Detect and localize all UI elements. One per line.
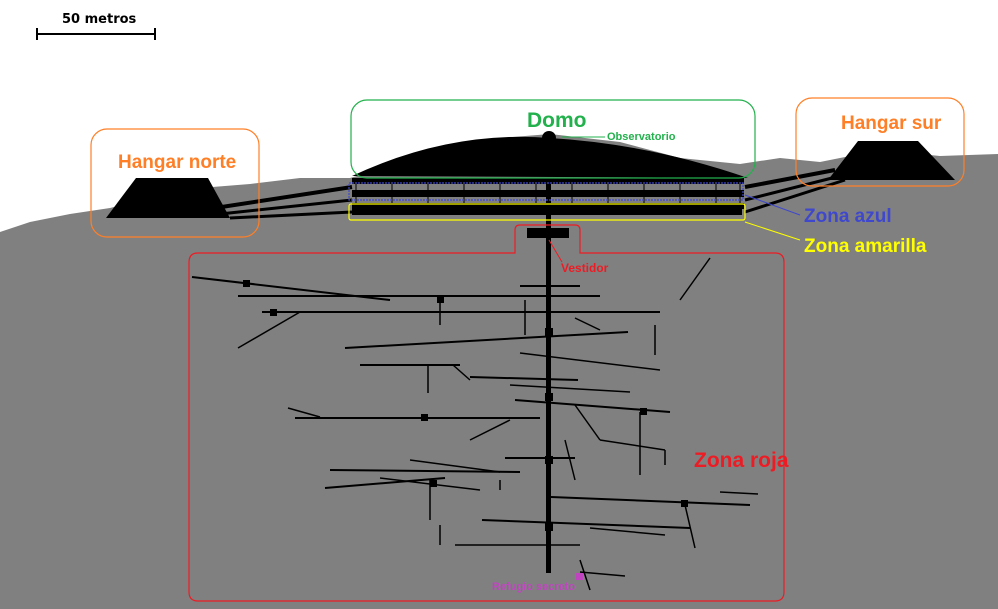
zona-amarilla-outline <box>348 203 746 221</box>
label-domo: Domo <box>527 109 587 132</box>
zona-roja-outline <box>188 224 785 602</box>
label-refugio-secreto: Refugio secreto <box>492 581 575 593</box>
hangar-sur-outline <box>795 97 965 187</box>
domo-outline <box>350 99 756 179</box>
label-hangar-sur: Hangar sur <box>841 113 942 134</box>
label-hangar-norte: Hangar norte <box>118 152 236 173</box>
zona-azul-outline <box>348 182 744 201</box>
label-vestidor: Vestidor <box>561 261 609 275</box>
scale-label: 50 metros <box>62 12 137 27</box>
label-zona-amarilla: Zona amarilla <box>804 236 927 257</box>
observatory-dome <box>542 131 556 145</box>
leader-lines <box>548 136 801 263</box>
hangar-norte-structure <box>106 178 230 218</box>
label-observatorio: Observatorio <box>607 131 676 143</box>
scale-bar <box>36 28 156 40</box>
access-tunnels <box>214 168 846 220</box>
dome-mound <box>352 136 748 178</box>
tunnel-nodes <box>243 280 688 531</box>
main-shaft <box>527 178 569 573</box>
label-zona-roja: Zona roja <box>694 449 789 472</box>
refugio-marker <box>576 573 583 580</box>
label-zona-azul: Zona azul <box>804 206 892 227</box>
hangar-sur-structure <box>828 141 955 180</box>
hangar-norte-outline <box>90 128 260 238</box>
